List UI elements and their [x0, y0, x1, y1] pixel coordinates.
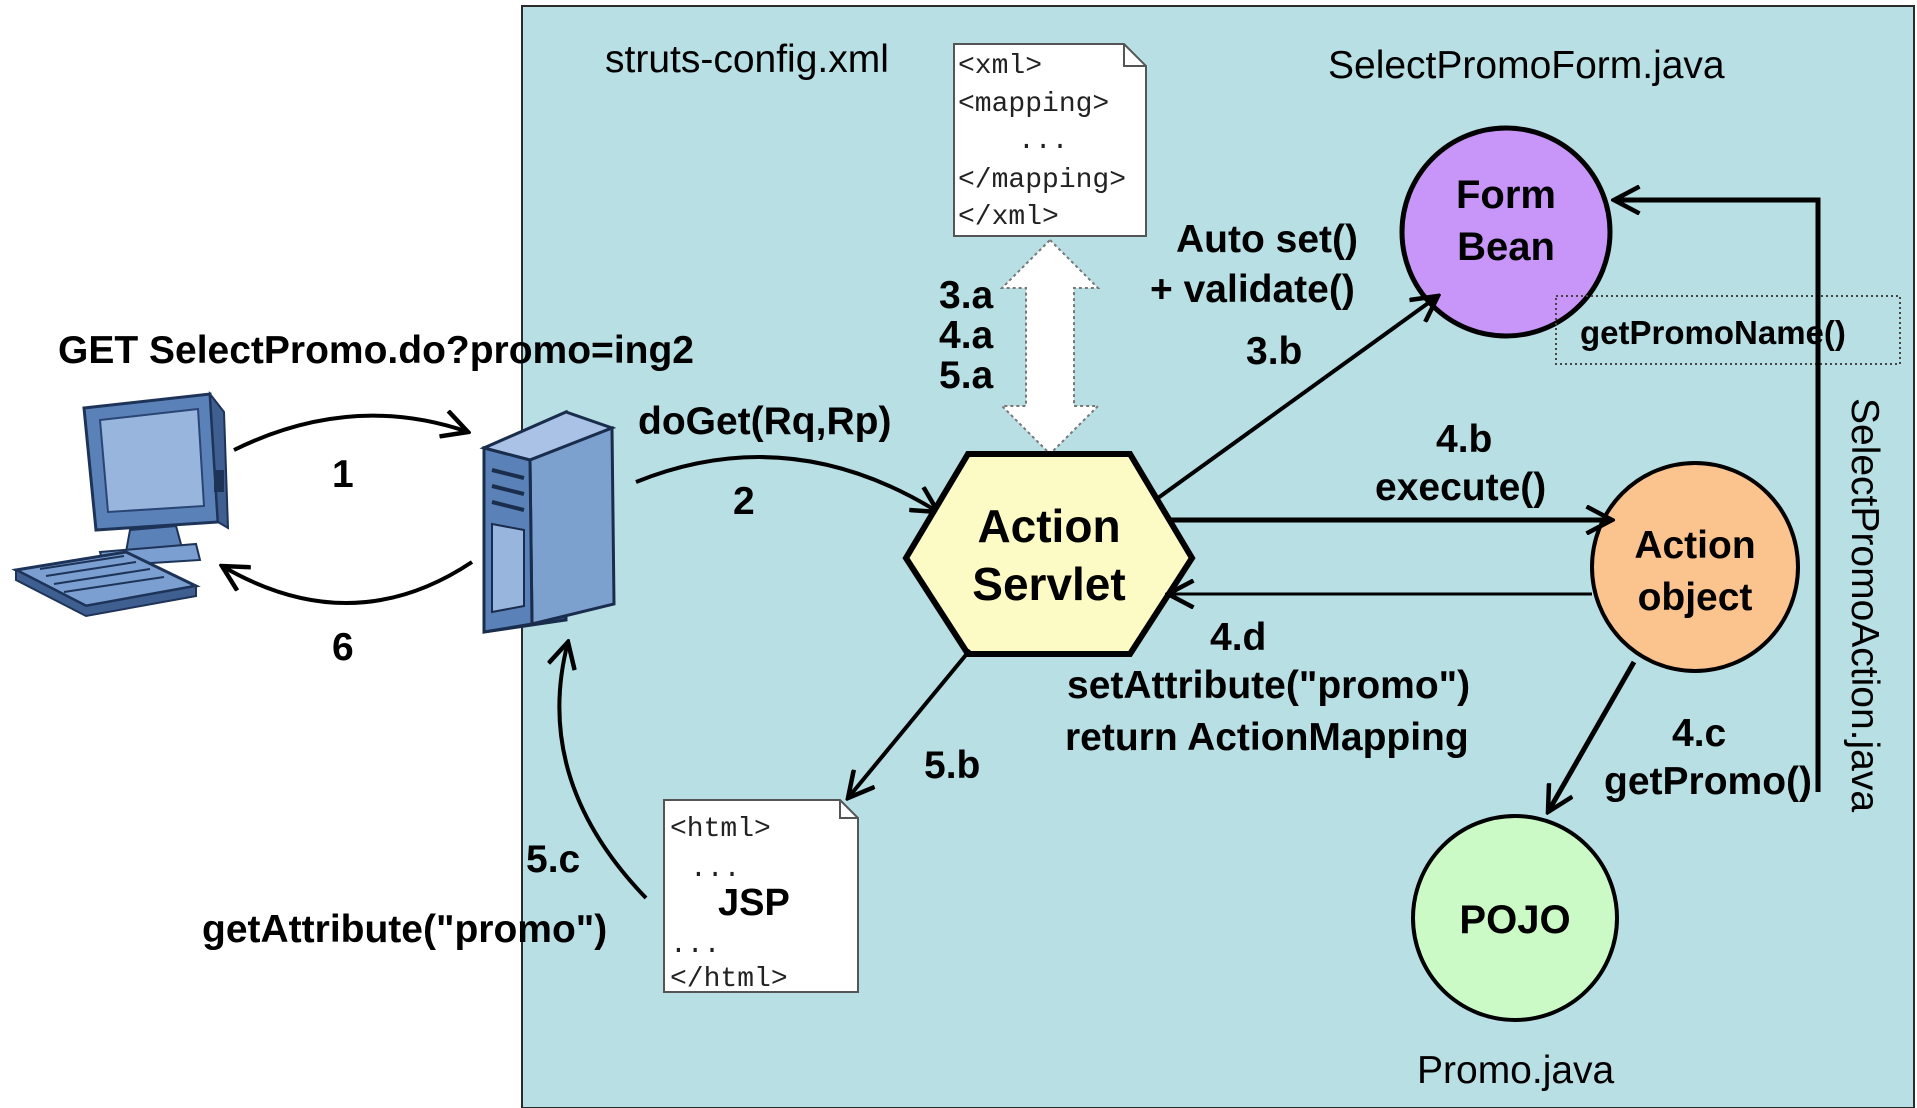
getter-box	[1555, 295, 1901, 365]
pojo-label: POJO	[1459, 898, 1570, 942]
form-bean-line-1: Form	[1456, 173, 1556, 217]
step-4c-label: 4.c	[1672, 712, 1726, 755]
jsp-line-3: JSP	[718, 882, 790, 924]
xml-line-3: ...	[1018, 126, 1068, 157]
action-object-line-2: object	[1638, 576, 1753, 619]
servlet-line-1: Action	[977, 500, 1120, 552]
jsp-line-1: <html>	[670, 814, 771, 845]
action-object-node: Action object	[1590, 461, 1800, 673]
getter-label: getPromoName()	[1580, 314, 1846, 351]
step-3a-label: 3.a	[939, 274, 994, 317]
xml-line-4: </mapping>	[958, 165, 1126, 196]
step-2-label: 2	[733, 480, 755, 523]
arrow-2	[635, 455, 938, 512]
request-url: GET SelectPromo.do?promo=ing2	[58, 329, 694, 372]
arrow-1	[233, 416, 468, 452]
pojo-node: POJO	[1411, 814, 1619, 1022]
step-4d-label: 4.d	[1210, 616, 1266, 659]
validate-label: + validate()	[1150, 268, 1355, 311]
step-5a-label: 5.a	[939, 354, 994, 397]
action-servlet-node: Action Servlet	[902, 451, 1196, 657]
arrow-3b	[1156, 296, 1438, 500]
server-icon	[479, 409, 617, 634]
jsp-line-5: </html>	[670, 964, 788, 995]
return-mapping-label: return ActionMapping	[1065, 716, 1469, 759]
step-3b-label: 3.b	[1246, 330, 1302, 373]
step-4b-label: 4.b	[1436, 418, 1492, 461]
xml-line-1: <xml>	[958, 51, 1042, 82]
jsp-line-2: ...	[690, 854, 740, 885]
computer-icon	[11, 390, 230, 618]
arrow-4c	[1548, 660, 1637, 812]
form-bean-line-2: Bean	[1457, 225, 1555, 269]
step-5b-label: 5.b	[924, 744, 980, 787]
get-promo-label: getPromo()	[1604, 760, 1812, 803]
get-attribute-label: getAttribute("promo")	[202, 908, 607, 951]
xml-line-5: </xml>	[958, 202, 1059, 233]
execute-label: execute()	[1375, 466, 1546, 509]
arrow-5c	[559, 642, 648, 900]
xml-line-2: <mapping>	[958, 89, 1109, 120]
config-file-label: struts-config.xml	[605, 38, 889, 81]
doget-label: doGet(Rq,Rp)	[638, 400, 891, 443]
xml-document: <xml> <mapping> ... </mapping> </xml>	[953, 43, 1147, 237]
step-5c-label: 5.c	[526, 838, 580, 881]
auto-set-label: Auto set()	[1176, 218, 1358, 261]
step-4a-label: 4.a	[939, 314, 994, 357]
jsp-line-4: ...	[670, 930, 720, 961]
arrow-6	[222, 560, 474, 605]
arrow-getter	[1614, 200, 1821, 792]
pojo-file-label: Promo.java	[1417, 1049, 1615, 1092]
form-bean-node: Form Bean	[1399, 125, 1613, 339]
step-1-label: 1	[332, 453, 354, 496]
action-file-label: SelectPromoAction.java	[1843, 398, 1886, 812]
jsp-document: <html> ... JSP ... </html>	[663, 799, 859, 995]
form-file-label: SelectPromoForm.java	[1328, 44, 1725, 87]
step-6-label: 6	[332, 626, 354, 669]
set-attribute-label: setAttribute("promo")	[1067, 664, 1470, 707]
action-object-line-1: Action	[1634, 524, 1755, 567]
arrow-5b	[848, 648, 972, 798]
servlet-line-2: Servlet	[972, 558, 1125, 610]
